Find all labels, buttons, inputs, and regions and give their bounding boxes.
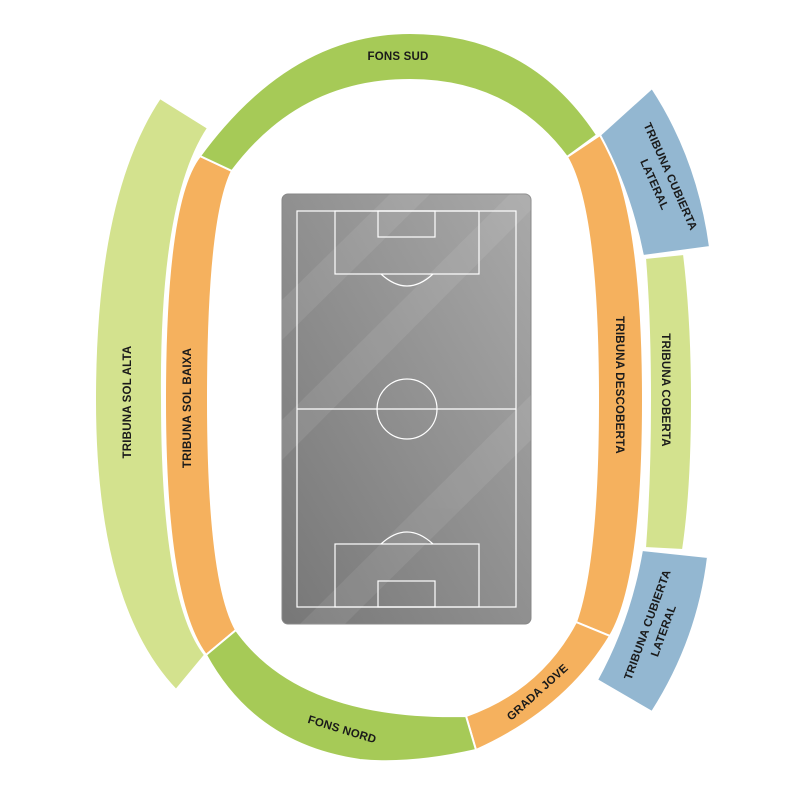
label-fons-sud: FONS SUD [367, 51, 428, 63]
football-pitch [281, 193, 532, 625]
label-tribuna-descoberta: TRIBUNA DESCOBERTA [613, 316, 625, 454]
penalty-arc-top [380, 273, 434, 287]
center-circle [376, 378, 438, 440]
goal-area-bottom [377, 580, 436, 608]
section-tribuna-coberta[interactable] [643, 252, 694, 552]
section-tribuna-cubierta-lateral-top[interactable] [598, 86, 712, 258]
label-tribuna-coberta: TRIBUNA COBERTA [659, 333, 671, 447]
section-tribuna-cubierta-lateral-bottom[interactable] [595, 548, 710, 714]
penalty-arc-bottom [380, 531, 434, 545]
pitch-stripes [282, 194, 531, 624]
label-tribuna-sol-baixa: TRIBUNA SOL BAIXA [182, 348, 194, 468]
section-tribuna-sol-alta[interactable] [93, 96, 210, 692]
section-fons-nord[interactable] [204, 628, 478, 763]
label-tribuna-sol-alta: TRIBUNA SOL ALTA [122, 346, 134, 459]
section-fons-sud[interactable] [198, 31, 599, 173]
goal-area-top [377, 210, 436, 238]
